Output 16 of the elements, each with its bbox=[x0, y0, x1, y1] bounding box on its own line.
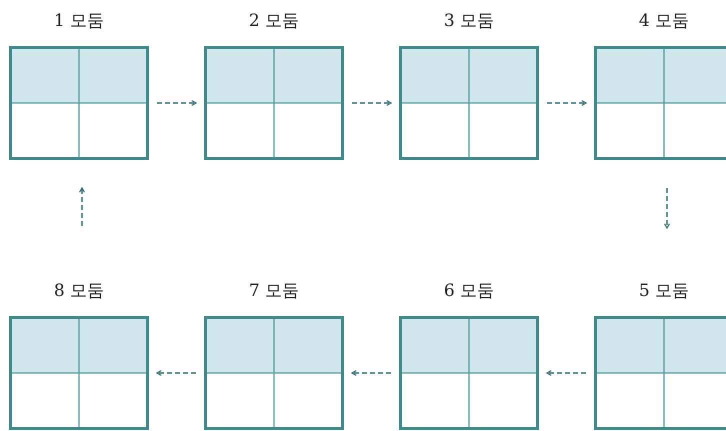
group-heading: 6 모둠 bbox=[444, 280, 494, 302]
arrow bbox=[547, 100, 587, 106]
group-heading: 3 모둠 bbox=[444, 10, 494, 32]
group-heading: 4 모둠 bbox=[638, 10, 690, 32]
group-heading: 7 모둠 bbox=[248, 280, 300, 302]
group-heading: 8 모둠 bbox=[54, 280, 104, 302]
arrow bbox=[664, 188, 670, 229]
arrow bbox=[79, 187, 85, 226]
group-heading: 1 모둠 bbox=[54, 10, 104, 32]
arrow bbox=[157, 100, 197, 106]
group-heading: 5 모둠 bbox=[638, 280, 690, 302]
group-heading: 2 모둠 bbox=[248, 10, 300, 32]
arrow bbox=[352, 100, 392, 106]
arrow bbox=[351, 370, 391, 376]
arrow bbox=[156, 370, 196, 376]
arrow bbox=[546, 370, 586, 376]
